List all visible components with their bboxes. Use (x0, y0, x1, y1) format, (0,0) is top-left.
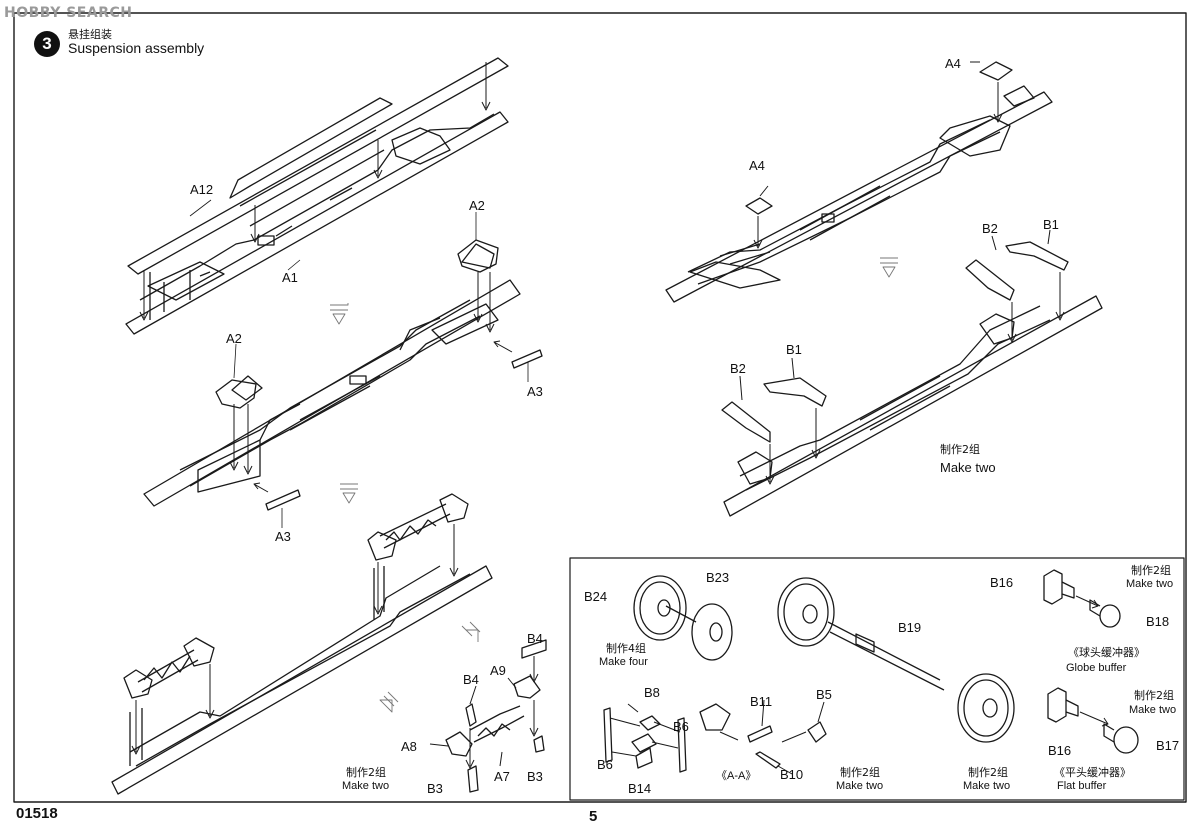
label-b16-bottom: B16 (1048, 743, 1072, 758)
label-b23: B23 (706, 570, 730, 585)
label-b5: B5 (816, 687, 832, 702)
note-make-two-flat: Make two (1129, 704, 1177, 716)
note-make-two-cn-spring: 制作2组 (346, 766, 386, 779)
label-b24: B24 (584, 589, 608, 604)
wheel-detail (633, 575, 1015, 743)
label-b3-left: B3 (427, 781, 443, 796)
buffer-detail (1043, 569, 1139, 754)
label-b8: B8 (644, 685, 660, 700)
label-b2-right: B2 (982, 221, 998, 236)
label-a1: A1 (282, 270, 298, 285)
label-b14: B14 (628, 781, 652, 796)
note-make-two-globe: Make two (1126, 578, 1174, 590)
note-make-two-right: Make two (940, 460, 996, 475)
label-b2-left: B2 (730, 361, 746, 376)
section-a-a-label: 《A-A》 (716, 770, 757, 782)
flat-buffer-label: Flat buffer (1057, 780, 1107, 792)
step-title: Suspension assembly (68, 40, 205, 56)
label-b1-left: B1 (786, 342, 802, 357)
watermark: HOBBY SEARCH (4, 5, 133, 21)
spring-leaf-detail (445, 639, 547, 793)
label-b6-left: B6 (597, 757, 613, 772)
label-a2-mid: A2 (226, 331, 242, 346)
label-b17: B17 (1156, 738, 1180, 753)
step-title-cn: 悬挂组装 (68, 28, 112, 41)
note-make-two-cn-globe: 制作2组 (1131, 564, 1171, 577)
frame3-arrows (131, 524, 459, 755)
note-make-two-cn-wheelset: 制作2组 (968, 766, 1008, 779)
globe-buffer-label: Globe buffer (1066, 662, 1127, 674)
frame-a12-a1 (125, 57, 509, 335)
label-b6-right: B6 (673, 719, 689, 734)
note-make-two-wheelset: Make two (963, 780, 1011, 792)
frame-a4 (665, 61, 1053, 303)
label-b10: B10 (780, 767, 804, 782)
note-make-two-cn-right: 制作2组 (940, 443, 980, 456)
note-make-two-spring: Make two (342, 780, 390, 792)
label-a2-top: A2 (469, 198, 485, 213)
product-code: 01518 (16, 805, 58, 822)
label-a8: A8 (401, 739, 417, 754)
note-make-two-axlebox: Make two (836, 780, 884, 792)
label-a4-top: A4 (945, 56, 961, 71)
label-a9: A9 (490, 663, 506, 678)
note-make-two-cn-flat: 制作2组 (1134, 689, 1174, 702)
flat-buffer-cn: 《平头缓冲器》 (1054, 766, 1131, 779)
label-b3-right: B3 (527, 769, 543, 784)
label-b16-top: B16 (990, 575, 1014, 590)
label-a12: A12 (190, 182, 214, 197)
page-number: 5 (589, 808, 598, 825)
page-frame (13, 12, 1187, 803)
globe-buffer-cn: 《球头缓冲器》 (1068, 646, 1145, 659)
axlebox-detail (603, 703, 827, 773)
label-b1-right: B1 (1043, 217, 1059, 232)
label-a3-left: A3 (275, 529, 291, 544)
label-b4-right: B4 (527, 631, 543, 646)
note-make-four-cn: 制作4组 (606, 642, 646, 655)
flow-arrows (330, 257, 898, 713)
label-b4-left: B4 (463, 672, 479, 687)
frame-a2-a3 (143, 239, 543, 511)
label-b18: B18 (1146, 614, 1170, 629)
frame1-arrows (139, 62, 491, 321)
label-b19: B19 (898, 620, 922, 635)
frame-b1-b2 (721, 241, 1103, 517)
frame2-arrows (229, 272, 513, 493)
detail-box (569, 557, 1185, 801)
label-a4-mid: A4 (749, 158, 765, 173)
label-a7: A7 (494, 769, 510, 784)
frame-springs (111, 493, 493, 795)
note-make-two-cn-axlebox: 制作2组 (840, 766, 880, 779)
label-a3-right: A3 (527, 384, 543, 399)
label-b11: B11 (750, 694, 773, 709)
note-make-four: Make four (599, 656, 648, 668)
step-number-badge: 3 (34, 31, 60, 57)
